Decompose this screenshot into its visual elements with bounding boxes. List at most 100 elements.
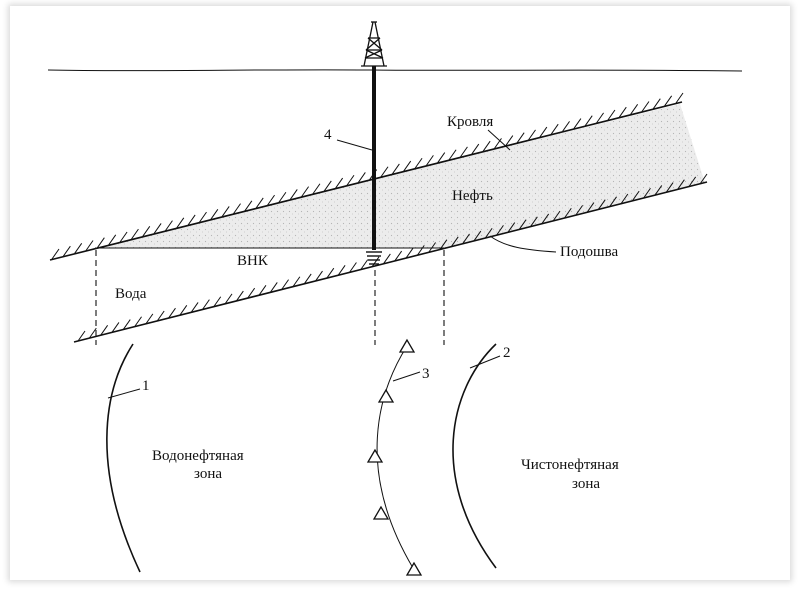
hatch-tick xyxy=(323,180,332,192)
hatch-tick xyxy=(462,233,470,245)
drilling-derrick-icon xyxy=(361,21,387,67)
sole-label: Подошва xyxy=(560,244,618,260)
curve-2-number: 2 xyxy=(503,345,511,361)
hatch-tick xyxy=(346,174,355,186)
hatch-tick xyxy=(473,230,482,242)
hatch-tick xyxy=(281,279,289,290)
hatch-tick xyxy=(168,307,176,319)
hatch-tick xyxy=(528,129,536,141)
hatch-tick xyxy=(518,219,527,230)
hatch-tick xyxy=(315,270,323,282)
hatch-tick xyxy=(224,293,233,305)
hatch-tick xyxy=(111,322,120,333)
curve-3-markers xyxy=(366,338,423,576)
hatch-tick xyxy=(416,245,425,256)
hatch-tick xyxy=(529,216,538,228)
hatch-tick xyxy=(360,259,369,270)
hatch-tick xyxy=(312,183,321,195)
hatch-tick xyxy=(664,95,673,107)
hatch-tick xyxy=(484,227,493,239)
hatch-tick xyxy=(153,223,162,234)
curve-3 xyxy=(376,345,414,569)
hatch-tick xyxy=(586,202,595,213)
hatch-tick xyxy=(244,200,253,212)
oil-zone-fill xyxy=(95,104,705,248)
hatch-tick xyxy=(382,253,391,265)
pure-oil-zone-label-line2: зона xyxy=(572,476,600,492)
perforation-marks xyxy=(366,251,382,265)
hatch-tick xyxy=(267,194,275,206)
curve-1-number: 1 xyxy=(142,378,150,394)
hatch-tick xyxy=(643,187,651,199)
hatch-tick xyxy=(496,225,504,236)
hatch-tick xyxy=(119,231,128,243)
hatch-tick xyxy=(199,211,207,223)
hatch-tick xyxy=(201,299,210,310)
hatch-tick xyxy=(371,256,380,268)
hatch-tick xyxy=(597,199,606,210)
hatch-tick xyxy=(414,157,423,169)
hatch-tick xyxy=(631,190,640,202)
hatch-tick xyxy=(448,149,457,161)
curve-1 xyxy=(106,343,141,573)
hatch-tick xyxy=(190,302,199,313)
hatch-tick xyxy=(335,177,344,189)
roof-hatching xyxy=(51,92,684,260)
hatch-tick xyxy=(122,319,131,330)
hatch-tick xyxy=(380,166,389,178)
owc-label: ВНК xyxy=(237,253,269,269)
sole-hatching xyxy=(77,173,708,342)
water-oil-zone-label-line1: Водонефтяная xyxy=(152,448,244,464)
hatch-tick xyxy=(403,160,412,172)
hatch-tick xyxy=(505,135,514,146)
hatch-tick xyxy=(301,186,310,197)
hatch-tick xyxy=(258,285,267,296)
hatch-tick xyxy=(641,101,650,112)
well-callout-leader xyxy=(336,139,373,151)
hatch-tick xyxy=(437,152,446,163)
water-oil-zone-label-line2: зона xyxy=(194,466,222,482)
hatch-tick xyxy=(688,176,697,188)
hatch-tick xyxy=(425,155,434,166)
hatch-tick xyxy=(450,236,459,248)
hatch-tick xyxy=(156,310,165,322)
hatch-tick xyxy=(303,273,312,285)
hatch-tick xyxy=(213,296,222,308)
hatch-tick xyxy=(221,206,230,217)
hatch-tick xyxy=(349,262,357,273)
sole-line xyxy=(73,181,708,343)
hatch-tick xyxy=(630,104,639,115)
hatch-tick xyxy=(235,290,244,302)
triangle-marker xyxy=(377,388,395,403)
well-callout-number: 4 xyxy=(324,127,332,143)
hatch-tick xyxy=(494,138,502,149)
hatch-tick xyxy=(96,237,105,248)
roof-label: Кровля xyxy=(447,114,493,130)
hatch-tick xyxy=(187,214,196,226)
ground-surface-line xyxy=(47,69,743,72)
hatch-tick xyxy=(145,313,154,325)
hatch-tick xyxy=(552,210,561,222)
oil-label: Нефть xyxy=(452,188,493,204)
hatch-tick xyxy=(541,213,550,225)
hatch-tick xyxy=(584,115,593,126)
hatch-tick xyxy=(179,305,188,316)
hatch-tick xyxy=(326,267,335,279)
hatch-tick xyxy=(675,92,684,104)
hatch-tick xyxy=(665,182,674,193)
hatch-tick xyxy=(460,146,468,158)
hatch-tick xyxy=(100,325,109,336)
hatch-tick xyxy=(609,196,617,208)
hatch-tick xyxy=(471,143,480,155)
hatch-tick xyxy=(618,106,627,118)
curve-2 xyxy=(452,343,497,569)
hatch-tick xyxy=(278,191,287,203)
hatch-tick xyxy=(165,220,173,231)
hatch-tick xyxy=(394,250,403,262)
hatch-tick xyxy=(516,132,525,143)
hatch-tick xyxy=(607,109,616,121)
hatch-tick xyxy=(88,327,97,339)
hatch-tick xyxy=(699,173,708,185)
hatch-tick xyxy=(482,140,491,152)
